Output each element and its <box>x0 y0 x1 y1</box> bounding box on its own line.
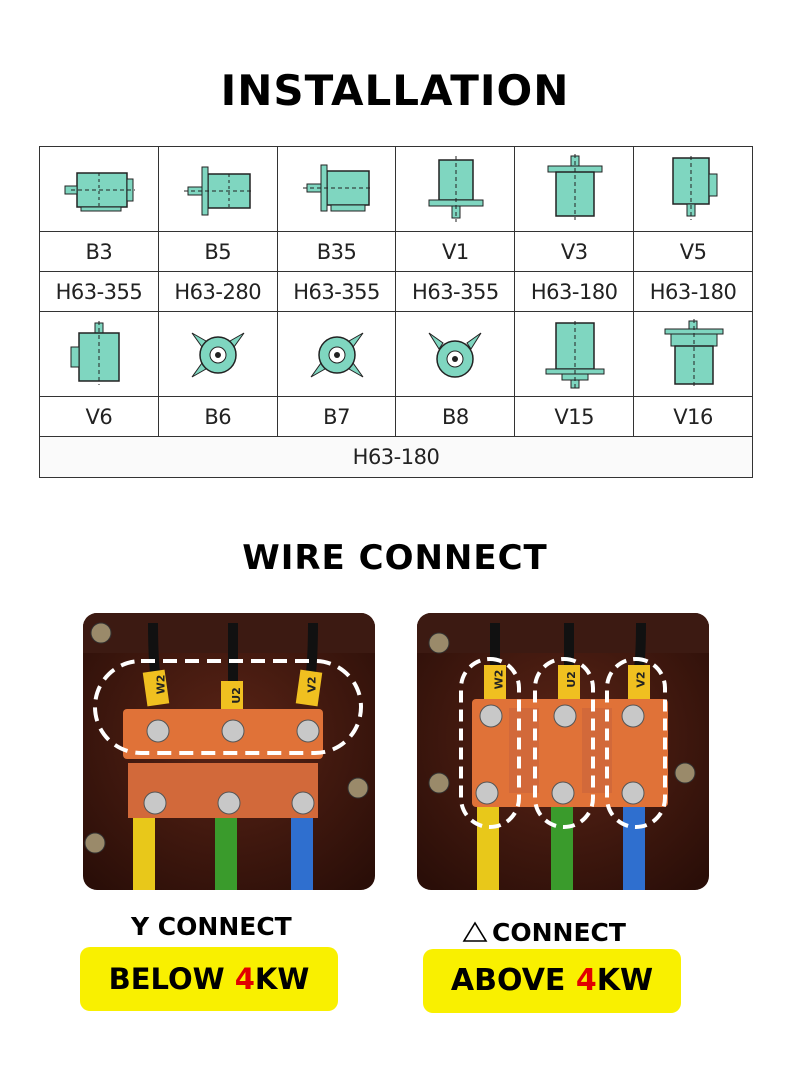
mount-label: V5 <box>633 231 753 272</box>
b6-mount-icon <box>157 311 278 397</box>
mount-label: V1 <box>395 231 516 272</box>
v16-mount-icon <box>633 311 753 397</box>
terminal-tag-u2: U2 <box>564 671 578 688</box>
badge-number: 4 <box>575 963 597 998</box>
badge-prefix: ABOVE <box>450 963 576 998</box>
v6-mount-icon <box>39 311 159 397</box>
b7-mount-icon <box>276 311 397 397</box>
mount-label: V15 <box>514 396 635 437</box>
icon-row-2 <box>39 311 753 397</box>
frame-size: H63-355 <box>395 271 516 312</box>
frame-size: H63-180 <box>633 271 753 312</box>
installation-title: INSTALLATION <box>220 66 570 115</box>
badge-suffix: KW <box>596 963 654 998</box>
frame-size-all: H63-180 <box>39 436 753 478</box>
delta-connect-caption: CONNECT <box>492 918 626 947</box>
v5-mount-icon <box>633 146 753 232</box>
mount-label: V3 <box>514 231 635 272</box>
below-4kw-badge: BELOW 4KW <box>80 947 338 1011</box>
terminal-tag-w2: W2 <box>154 674 168 695</box>
above-4kw-badge: ABOVE 4KW <box>423 949 681 1013</box>
y-connect-terminal-photo <box>83 613 375 890</box>
y-connect-caption: Y CONNECT <box>131 912 292 941</box>
icon-row-1 <box>39 146 753 232</box>
frame-size: H63-355 <box>39 271 159 312</box>
mount-label: B35 <box>276 231 397 272</box>
frame-size: H63-355 <box>276 271 397 312</box>
terminal-tag-w2: W2 <box>492 669 506 690</box>
mount-label: V6 <box>39 396 159 437</box>
installation-table: B3 B5 B35 V1 V3 V5 H63-355 H63-280 H63-3… <box>39 146 753 478</box>
triangle-icon <box>462 918 492 947</box>
delta-connect-terminal-photo <box>417 613 709 890</box>
mount-label: V16 <box>633 396 753 437</box>
label-row-1: B3 B5 B35 V1 V3 V5 <box>39 231 753 272</box>
badge-suffix: KW <box>254 962 310 996</box>
v1-mount-icon <box>395 146 516 232</box>
terminal-tag-v2: V2 <box>634 671 648 688</box>
badge-number: 4 <box>234 962 255 996</box>
terminal-tag-v2: V2 <box>305 676 319 693</box>
delta-connect-caption-wrap: CONNECT <box>462 918 626 947</box>
mount-label: B5 <box>157 231 278 272</box>
badge-prefix: BELOW <box>108 962 235 996</box>
size-row-2: H63-180 <box>39 436 753 478</box>
v15-mount-icon <box>514 311 635 397</box>
size-row-1: H63-355 H63-280 H63-355 H63-355 H63-180 … <box>39 271 753 312</box>
b8-mount-icon <box>395 311 516 397</box>
mount-label: B7 <box>276 396 397 437</box>
b35-mount-icon <box>276 146 397 232</box>
mount-label: B8 <box>395 396 516 437</box>
frame-size: H63-180 <box>514 271 635 312</box>
v3-mount-icon <box>514 146 635 232</box>
mount-label: B6 <box>157 396 278 437</box>
terminal-tag-u2: U2 <box>229 687 243 704</box>
mount-label: B3 <box>39 231 159 272</box>
wire-connect-title: WIRE CONNECT <box>242 538 548 578</box>
label-row-2: V6 B6 B7 B8 V15 V16 <box>39 396 753 437</box>
b5-mount-icon <box>157 146 278 232</box>
b3-mount-icon <box>39 146 159 232</box>
frame-size: H63-280 <box>157 271 278 312</box>
